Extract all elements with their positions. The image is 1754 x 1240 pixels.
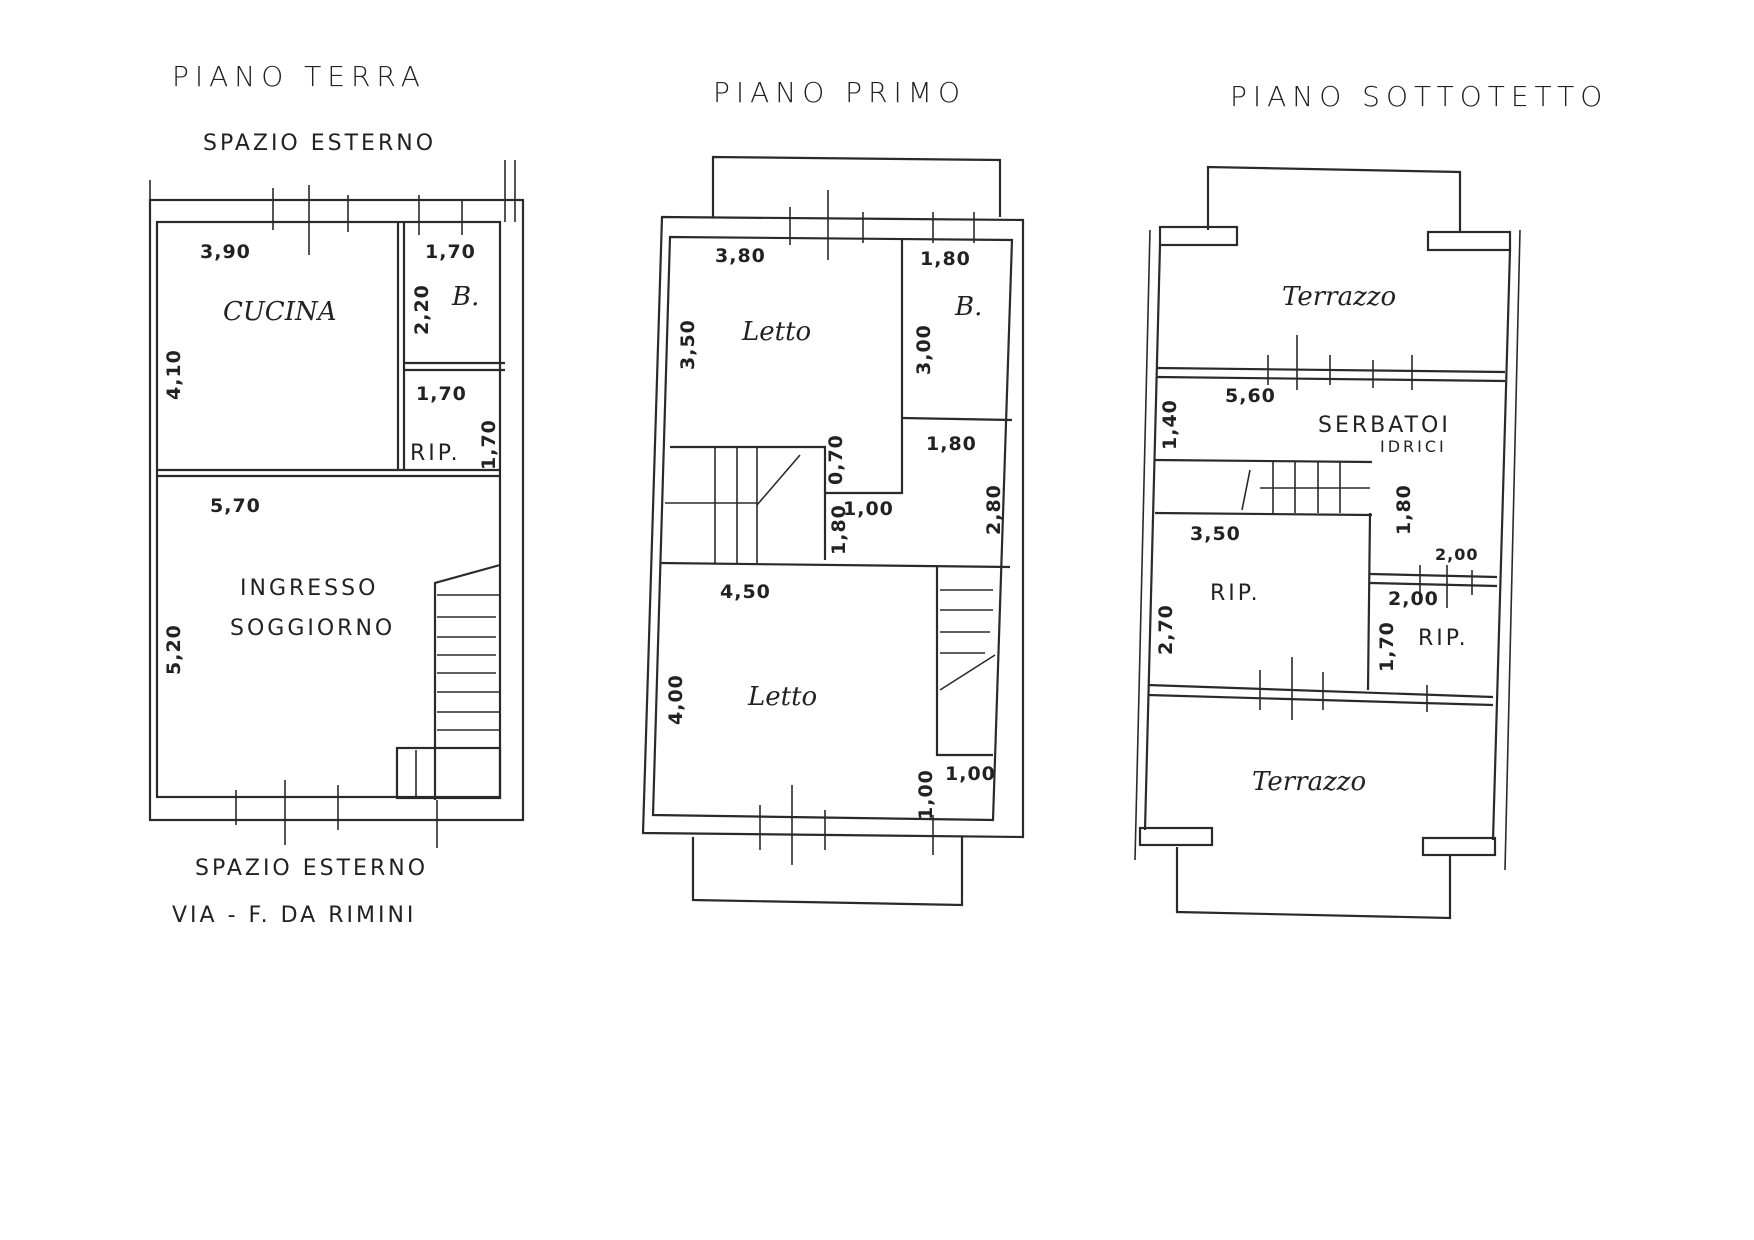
outside-space-top-label: SPAZIO ESTERNO xyxy=(203,131,436,156)
niche-height-dim: 0,70 xyxy=(825,434,847,485)
living-height-dim: 5,20 xyxy=(163,624,185,675)
bedroom1-width-dim: 3,80 xyxy=(715,245,766,267)
storage-terrace-wall-inner xyxy=(1147,693,1494,707)
bath-height-dim-first: 3,00 xyxy=(913,324,935,375)
terrace-top-label: Terrazzo xyxy=(1282,282,1396,312)
street-label: VIA - F. DA RIMINI xyxy=(172,903,416,928)
storage2-top-wall-inner xyxy=(1369,581,1498,588)
kitchen-height-dim: 4,10 xyxy=(163,349,185,400)
bath-label: B. xyxy=(451,282,479,312)
ground-outer-wall xyxy=(148,198,525,822)
bath-height-dim: 2,20 xyxy=(411,284,433,335)
storage1-height-dim: 2,70 xyxy=(1155,604,1177,655)
tanks-label-2: IDRICI xyxy=(1380,437,1447,456)
outside-space-bottom-label: SPAZIO ESTERNO xyxy=(195,856,428,881)
tanks-height-dim: 1,40 xyxy=(1159,399,1181,450)
hall-width-dim: 1,80 xyxy=(926,433,977,455)
hall-height-dim: 2,80 xyxy=(983,484,1005,535)
bath-width-dim-first: 1,80 xyxy=(920,248,971,270)
terrace-tanks-wall-inner xyxy=(1156,375,1506,383)
ground-inner-wall xyxy=(155,220,502,799)
bedroom2-width-dim: 4,50 xyxy=(720,581,771,603)
attic-staircase xyxy=(1154,458,1373,517)
attic-top-right-stub xyxy=(1426,230,1512,252)
niche-width-dim: 1,00 xyxy=(843,498,894,520)
closet-width-dim: 1,00 xyxy=(945,763,996,785)
bath-label-first: B. xyxy=(954,292,982,322)
bedroom2-label: Letto xyxy=(747,682,817,712)
living-label-2: SOGGIORNO xyxy=(230,616,395,641)
first-outer-wall xyxy=(641,215,1025,839)
bath-hall-wall xyxy=(901,416,1013,422)
storage-terrace-wall xyxy=(1147,683,1494,699)
bath-width-dim: 1,70 xyxy=(425,241,476,263)
attic-left-wall-outer xyxy=(1134,229,1151,861)
storage2-top-wall xyxy=(1369,572,1498,579)
storage-height-dim: 1,70 xyxy=(478,419,500,470)
ground-window-ticks xyxy=(149,160,516,848)
attic-floor-title: PIANO SOTTOTETTO xyxy=(1230,80,1608,113)
first-window-ticks xyxy=(759,190,975,865)
ground-floor-plan: PIANO TERRA SPAZIO ESTERNO 3,90 CUCINA 1… xyxy=(148,60,525,928)
closet-height-dim: 1,00 xyxy=(915,769,937,820)
kitchen-label: CUCINA xyxy=(223,297,337,327)
attic-right-wall-outer xyxy=(1504,229,1521,871)
storage-partition xyxy=(1366,512,1372,691)
storage1-label: RIP. xyxy=(1210,581,1261,606)
storage2-width-dim: 2,00 xyxy=(1388,588,1439,610)
stair-height-dim: 1,80 xyxy=(1393,484,1415,535)
attic-bottom-right-stub xyxy=(1421,836,1497,857)
attic-top-balcony xyxy=(1206,165,1462,232)
living-width-dim: 5,70 xyxy=(210,495,261,517)
attic-bottom-left-stub xyxy=(1138,826,1214,847)
attic-right-wall xyxy=(1491,249,1512,841)
attic-top-left-stub xyxy=(1158,225,1239,247)
living-label-1: INGRESSO xyxy=(240,576,378,601)
storage-width-dim: 1,70 xyxy=(416,383,467,405)
attic-window-ticks xyxy=(1259,335,1473,720)
attic-bottom-balcony xyxy=(1175,847,1452,920)
first-floor-title: PIANO PRIMO xyxy=(713,76,966,109)
first-middle-wall xyxy=(659,561,1011,569)
attic-left-wall xyxy=(1143,244,1162,831)
storage-label: RIP. xyxy=(410,441,461,466)
bedroom1-label: Letto xyxy=(741,317,811,347)
tanks-label-1: SERBATOI xyxy=(1318,413,1451,438)
attic-floor-plan: PIANO SOTTOTETTO Terrazzo 5,60 SERBATOI xyxy=(1134,80,1608,920)
landing-height-dim: 1,80 xyxy=(828,504,850,555)
bedroom2-height-dim: 4,00 xyxy=(665,674,687,725)
first-bottom-balcony xyxy=(691,837,964,907)
first-inner-wall xyxy=(651,235,1014,822)
storage1-width-dim: 3,50 xyxy=(1190,523,1241,545)
storage2-label: RIP. xyxy=(1418,626,1469,651)
kitchen-width-dim: 3,90 xyxy=(200,241,251,263)
ground-floor-title: PIANO TERRA xyxy=(172,60,426,93)
tanks-width-dim: 5,60 xyxy=(1225,385,1276,407)
terrace-tanks-wall xyxy=(1156,366,1506,374)
bedroom1-height-dim: 3,50 xyxy=(677,319,699,370)
first-floor-plan: PIANO PRIMO 3,80 1,80 Letto B. 3,50 3,00… xyxy=(641,76,1025,907)
terrace-bottom-label: Terrazzo xyxy=(1252,767,1366,797)
first-top-balcony xyxy=(711,155,1002,217)
ground-staircase xyxy=(395,563,502,800)
bedroom-bath-partition xyxy=(670,240,904,495)
storage2-top-width-dim: 2,00 xyxy=(1435,545,1478,564)
first-staircase xyxy=(665,447,996,757)
storage2-height-dim: 1,70 xyxy=(1376,621,1398,672)
